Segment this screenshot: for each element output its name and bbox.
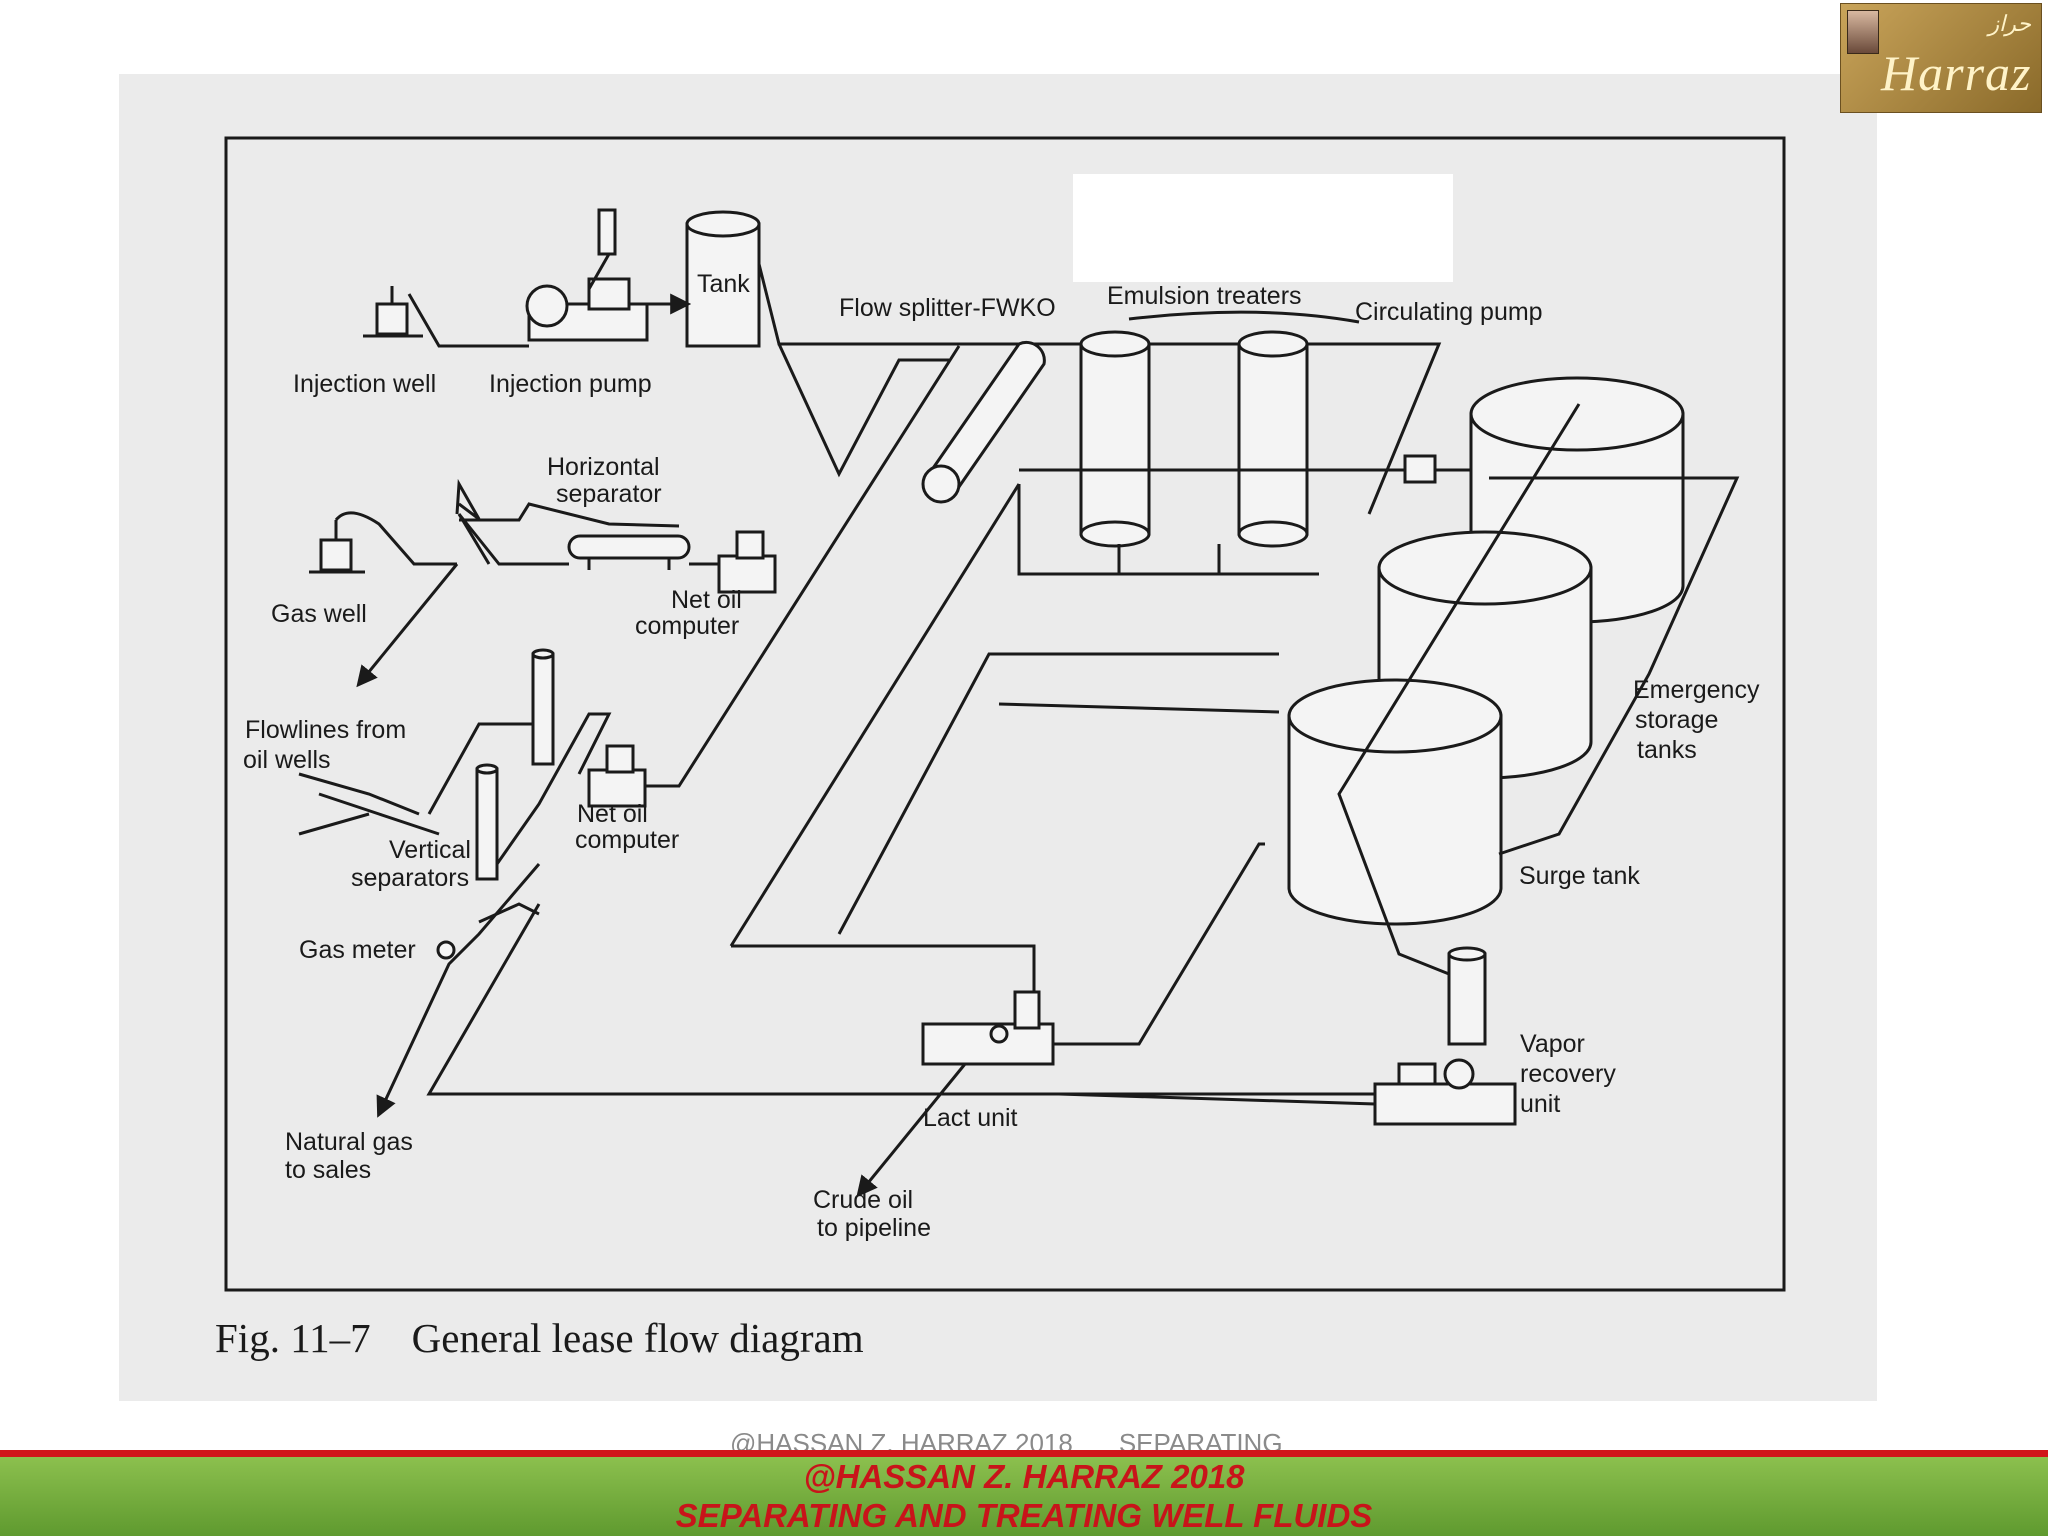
circulating-pump (1403, 454, 1437, 484)
author-photo (1847, 10, 1879, 54)
label-circulating-pump: Circulating pump (1355, 298, 1543, 326)
label-net-oil-computer-a-2: computer (635, 612, 739, 640)
label-natural-gas-1: Natural gas (285, 1128, 413, 1156)
label-horizontal-separator-1: Horizontal (547, 453, 660, 481)
emulsion-treater-1 (1079, 330, 1151, 548)
flow-splitter-fwko (921, 340, 1046, 504)
net-oil-computer-b (587, 744, 647, 808)
horizontal-separator (567, 534, 691, 570)
footer-band (0, 1457, 2048, 1536)
vertical-separator-1 (531, 648, 555, 766)
label-emergency-2: storage (1635, 706, 1718, 734)
label-emergency-1: Emergency (1633, 676, 1760, 704)
tank (685, 210, 761, 348)
label-vertical-separators-2: separators (351, 864, 469, 892)
label-net-oil-computer-b-1: Net oil (577, 800, 648, 828)
logo-name-text: Harraz (1881, 45, 2032, 101)
label-surge-tank: Surge tank (1519, 862, 1640, 890)
label-tank: Tank (697, 270, 750, 298)
label-crude-oil-1: Crude oil (813, 1186, 913, 1214)
surge-tank (1287, 678, 1503, 926)
label-flow-splitter: Flow splitter-FWKO (839, 294, 1056, 322)
label-crude-oil-2: to pipeline (817, 1214, 931, 1242)
label-vapor-3: unit (1520, 1090, 1560, 1118)
lease-flow-diagram: Tank Flow splitter-FWKO Emulsion treater… (215, 136, 1786, 1361)
label-flowlines-2: oil wells (243, 746, 331, 774)
net-oil-computer-a (717, 530, 777, 594)
label-natural-gas-2: to sales (285, 1156, 371, 1184)
label-horizontal-separator-2: separator (556, 480, 662, 508)
label-lact-unit: Lact unit (923, 1104, 1018, 1132)
label-vapor-1: Vapor (1520, 1030, 1585, 1058)
label-vapor-2: recovery (1520, 1060, 1616, 1088)
label-injection-pump: Injection pump (489, 370, 652, 398)
label-vertical-separators-1: Vertical (389, 836, 471, 864)
injection-well (363, 286, 423, 338)
harraz-logo: حراز Harraz (1840, 3, 2042, 113)
label-injection-well: Injection well (293, 370, 436, 398)
label-emulsion-treaters: Emulsion treaters (1107, 282, 1302, 310)
label-gas-meter: Gas meter (299, 936, 416, 964)
lact-unit (921, 990, 1055, 1066)
label-gas-well: Gas well (271, 600, 367, 628)
gas-meter (436, 940, 456, 960)
diagram-frame (224, 136, 1786, 1292)
injection-pump (525, 208, 649, 342)
vapor-recovery-unit (1373, 946, 1517, 1126)
figure-caption: Fig. 11–7 General lease flow diagram (215, 1315, 864, 1361)
blank-patch (1073, 174, 1453, 282)
footer-red-line (0, 1450, 2048, 1457)
emulsion-treater-2 (1237, 330, 1309, 548)
footer-author: @HASSAN Z. HARRAZ 2018 (803, 1458, 1245, 1495)
label-flowlines-1: Flowlines from (245, 716, 406, 744)
label-emergency-3: tanks (1637, 736, 1697, 764)
label-net-oil-computer-b-2: computer (575, 826, 679, 854)
label-net-oil-computer-a-1: Net oil (671, 586, 742, 614)
gas-well (309, 520, 365, 574)
logo-arabic-text: حراز (1988, 12, 2031, 37)
vertical-separator-2 (475, 763, 499, 881)
figure-panel: Tank Flow splitter-FWKO Emulsion treater… (119, 74, 1877, 1401)
footer-title: SEPARATING AND TREATING WELL FLUIDS (675, 1497, 1373, 1534)
